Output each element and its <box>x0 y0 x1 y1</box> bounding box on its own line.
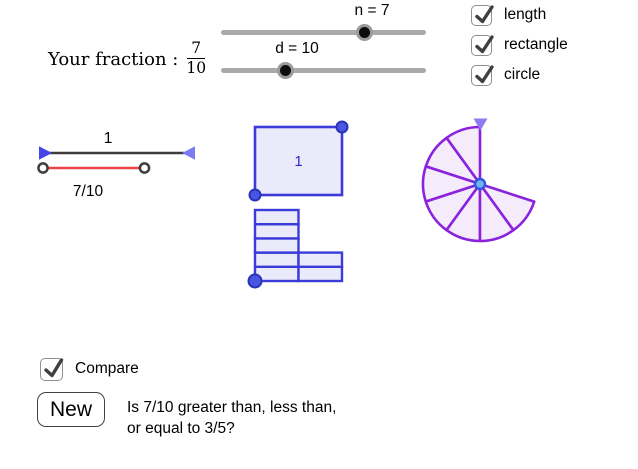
check-icon <box>475 64 494 83</box>
circle-rotate-arrow[interactable] <box>473 118 488 131</box>
unit-rectangle <box>253 125 344 197</box>
checkbox-length-label: length <box>504 6 547 23</box>
check-icon <box>44 357 64 377</box>
circle-center-point[interactable] <box>473 177 487 191</box>
checkbox-circle-label: circle <box>504 66 541 83</box>
your-fraction-label: Your fraction : 7 10 <box>48 34 206 84</box>
circle-checkbox-box[interactable] <box>471 64 494 86</box>
fraction-endpoint[interactable] <box>138 162 151 174</box>
length-whole-label: 1 <box>104 130 113 147</box>
checkbox-rectangle-label: rectangle <box>504 36 568 53</box>
new-button[interactable]: New <box>37 392 105 427</box>
rectangle-visual: 1 <box>247 120 349 289</box>
circle-visual <box>421 118 536 243</box>
your-fraction-text: Your fraction : <box>48 48 179 70</box>
tenth-cell <box>253 222 300 240</box>
slider-d-handle[interactable] <box>277 62 295 79</box>
fraction-value: 7 10 <box>186 40 206 76</box>
rectangle-corner-point[interactable] <box>248 188 262 202</box>
question-line-1: Is 7/10 greater than, less than, <box>127 399 337 416</box>
cells-drag-point[interactable] <box>247 273 263 289</box>
length-fraction-label: 7/10 <box>73 183 104 200</box>
check-icon <box>475 4 494 23</box>
slider-n-track[interactable] <box>221 29 426 35</box>
rectangle-corner-point[interactable] <box>335 120 349 134</box>
segment-right-arrow[interactable] <box>182 146 195 160</box>
tenth-cell <box>297 265 344 283</box>
fraction-denominator: 10 <box>186 58 207 77</box>
rectangle-whole-label: 1 <box>294 153 302 170</box>
checkbox-circle[interactable]: circle <box>471 63 540 87</box>
segment-left-arrow[interactable] <box>39 146 52 160</box>
check-icon <box>475 34 494 53</box>
fraction-endpoint[interactable] <box>37 162 49 174</box>
question-line-2: or equal to 3/5? <box>127 420 235 437</box>
slider-d-track[interactable] <box>221 68 426 73</box>
checkbox-compare-label: Compare <box>75 360 139 377</box>
tenth-cell <box>253 237 300 254</box>
question-text: Is 7/10 greater than, less than, or equa… <box>127 397 336 439</box>
tenth-cell <box>253 208 300 226</box>
checkbox-rectangle[interactable]: rectangle <box>471 33 568 57</box>
tenth-cell <box>253 251 300 269</box>
tenth-cell <box>297 251 344 269</box>
slider-n-label: n = 7 <box>354 2 390 19</box>
length-checkbox-box[interactable] <box>471 4 494 26</box>
fraction-numerator: 7 <box>187 40 206 59</box>
slider-n-handle[interactable] <box>356 23 373 41</box>
slider-d-label: d = 10 <box>275 40 319 57</box>
checkbox-length[interactable]: length <box>471 3 546 27</box>
compare-checkbox-box[interactable] <box>40 357 64 381</box>
pie-sector <box>478 182 536 232</box>
rectangle-checkbox-box[interactable] <box>471 34 494 56</box>
length-visual: 1 7/10 <box>37 130 195 200</box>
checkbox-compare[interactable]: Compare <box>40 357 139 381</box>
